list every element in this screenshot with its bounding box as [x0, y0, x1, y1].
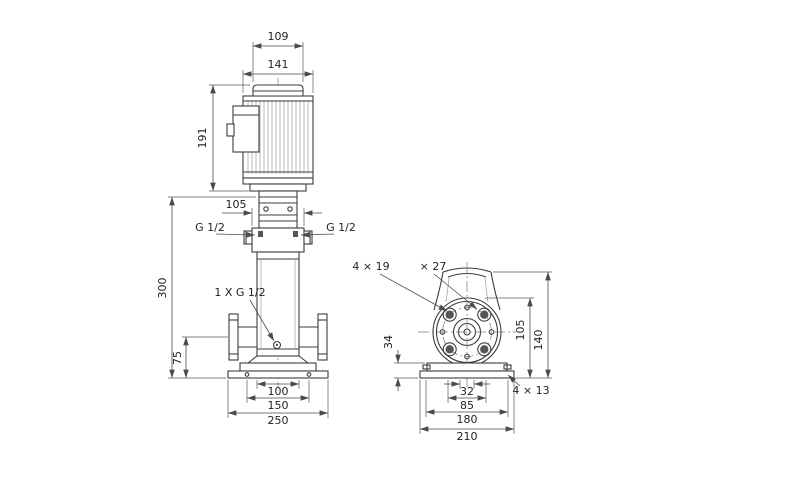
callout-port-left: G 1/2 — [195, 221, 256, 238]
dim-port-height: 75 — [171, 336, 228, 378]
side-view: 4 × 19 × 27 34 105 140 4 × 13 — [352, 260, 552, 443]
dim-base-bolt-side: 180 — [425, 380, 509, 426]
flange-holes-label: 4 × 19 — [352, 260, 389, 273]
dim-base-width-side: 210 — [419, 380, 515, 443]
motor — [226, 84, 314, 192]
base-holes-label: 4 × 13 — [512, 384, 549, 397]
port-right-label: G 1/2 — [326, 221, 356, 234]
plug-right — [293, 231, 298, 237]
pump-head — [243, 227, 313, 253]
dim-141-label: 141 — [268, 58, 289, 71]
dim-191-label: 191 — [196, 128, 209, 149]
counterbore-label: × 27 — [420, 260, 447, 273]
dim-base-inner-side: 85 — [447, 380, 487, 412]
dim-total-height: 300 — [156, 196, 256, 379]
dim-300-label: 300 — [156, 278, 169, 299]
dim-base-bolt-front: 150 — [246, 380, 310, 412]
dim-34-label: 34 — [382, 335, 395, 349]
port-left-label: G 1/2 — [195, 221, 225, 234]
dim-140-label: 140 — [532, 330, 545, 351]
flange-left — [228, 313, 239, 361]
dim-top-height: 140 — [493, 271, 552, 378]
dim-85-label: 85 — [460, 399, 474, 412]
dim-109-label: 109 — [268, 30, 289, 43]
dim-motor-height: 191 — [196, 84, 250, 192]
front-view: 109 141 191 105 G 1/2 — [156, 30, 356, 427]
dim-base-height: 34 — [382, 335, 425, 391]
dim-base-width-front: 250 — [227, 380, 329, 427]
callout-port-right: G 1/2 — [300, 221, 356, 238]
dim-105-label: 105 — [226, 198, 247, 211]
dim-100-label: 100 — [268, 385, 289, 398]
callout-drain: 1 X G 1/2 — [214, 286, 275, 342]
port-right — [303, 230, 313, 245]
dim-head-width: 105 — [222, 198, 322, 226]
dim-105-side-label: 105 — [514, 320, 527, 341]
flange-right — [317, 313, 328, 361]
drain-label: 1 X G 1/2 — [214, 286, 265, 299]
motor-flange — [242, 177, 314, 185]
dim-210-label: 210 — [457, 430, 478, 443]
dim-flange-height: 105 — [485, 297, 552, 379]
dim-32-label: 32 — [460, 385, 474, 398]
callout-flange-holes: 4 × 19 × 27 — [352, 260, 478, 312]
coupling-guard — [258, 190, 298, 229]
dim-250-label: 250 — [268, 414, 289, 427]
plug-left — [258, 231, 263, 237]
cable-gland — [226, 123, 235, 137]
dim-75-label: 75 — [171, 351, 184, 365]
terminal-box — [232, 105, 260, 153]
port-left — [243, 230, 253, 245]
dim-width-motor: 141 — [242, 58, 314, 93]
base-plate-front — [227, 355, 329, 379]
dim-base-inner-front: 100 — [256, 380, 300, 398]
pump-body-side — [433, 267, 501, 311]
suction-discharge-flanges — [228, 313, 328, 361]
base-plate-side — [419, 362, 515, 379]
dim-slot-width: 32 — [444, 380, 490, 398]
dim-180-label: 180 — [457, 413, 478, 426]
dim-150-label: 150 — [268, 399, 289, 412]
flange-face — [418, 262, 516, 388]
chamber-stack — [256, 251, 300, 357]
